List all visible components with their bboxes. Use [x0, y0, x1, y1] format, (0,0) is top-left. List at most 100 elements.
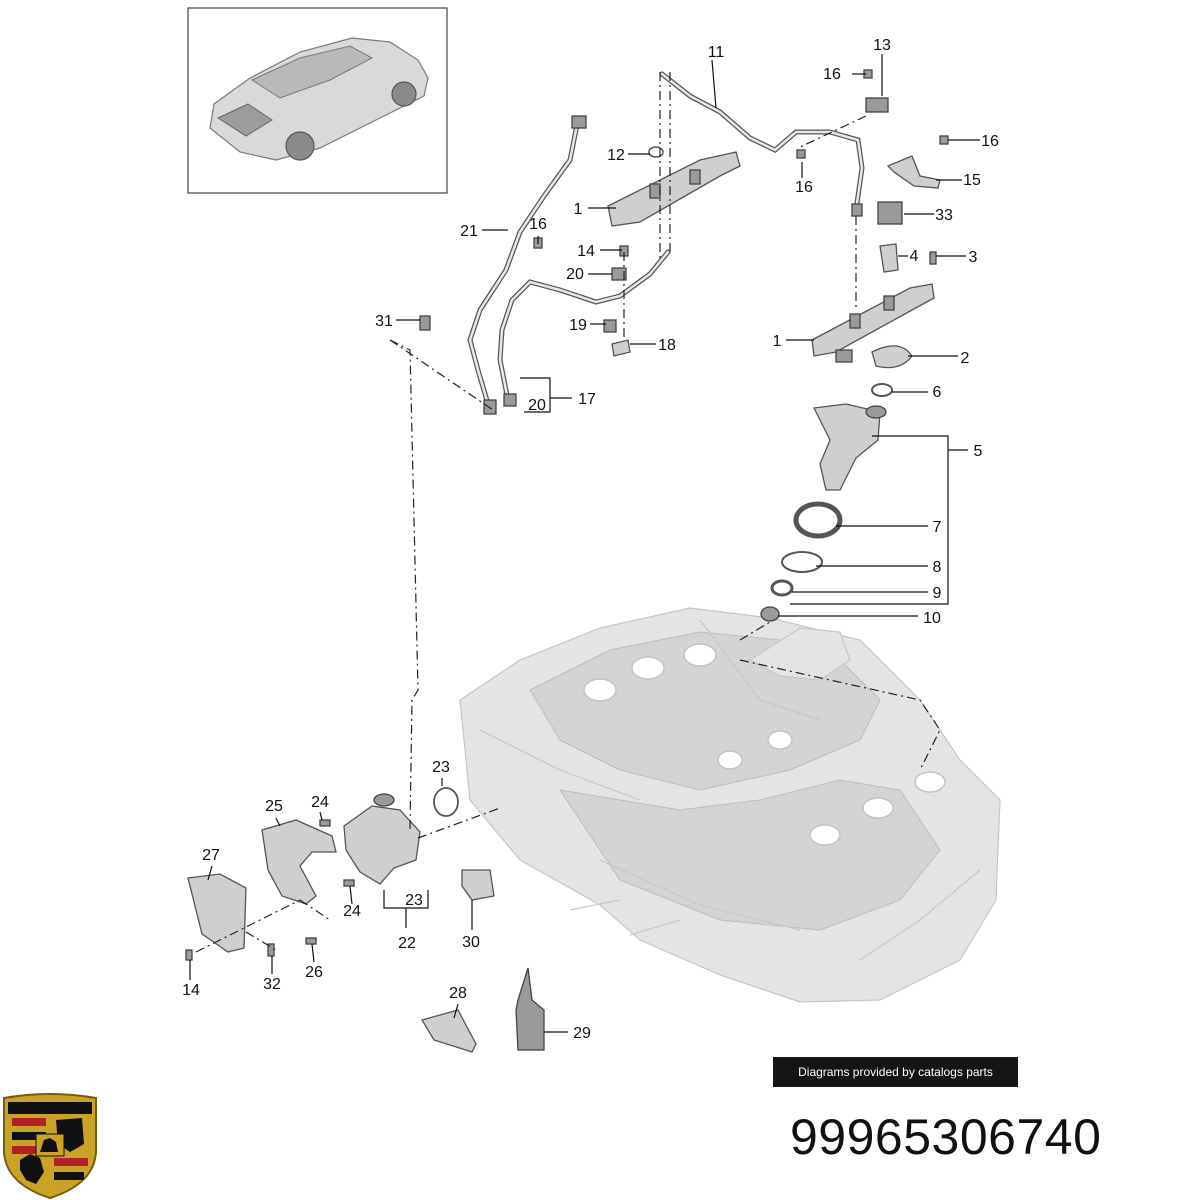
bracket-13	[865, 97, 889, 113]
bolt-16-c	[796, 149, 806, 159]
callout-c28: 28	[449, 985, 467, 1002]
bolt-24-a	[319, 819, 331, 827]
callout-c20a: 20	[566, 266, 584, 283]
engine-bracket	[748, 627, 851, 681]
fuel-rail-lower-mount	[835, 349, 853, 363]
callout-c26: 26	[305, 964, 323, 981]
bracket-15	[886, 155, 941, 189]
oring-6	[871, 383, 893, 397]
fuel-line-11-end	[851, 203, 863, 217]
callout-c33: 33	[935, 207, 953, 224]
callout-c16d: 16	[529, 216, 547, 233]
plug-10	[760, 606, 780, 622]
seal-12	[648, 146, 664, 158]
callout-c31: 31	[375, 313, 393, 330]
fasteners	[419, 69, 949, 397]
seal-ring-7	[793, 501, 843, 539]
fuel-rail-upper	[607, 151, 741, 227]
fuel-rail-upper-port-b	[689, 169, 701, 185]
oring-9	[770, 579, 794, 597]
credit-banner: Diagrams provided by catalogs parts	[773, 1057, 1018, 1087]
callout-c23b: 23	[405, 892, 423, 909]
fuel-rail-lower	[811, 283, 935, 363]
bushing-30	[461, 869, 495, 901]
clip-2	[871, 345, 913, 369]
sealant-tube-28	[421, 1009, 477, 1053]
callout-c22: 22	[398, 935, 416, 952]
cover-27	[187, 873, 247, 953]
fuel-rail-lower-body	[811, 283, 935, 357]
bolt-14-b	[185, 949, 193, 961]
pump-group	[185, 787, 545, 1053]
car-wheel-front	[391, 81, 417, 107]
car-thumbnail	[187, 7, 448, 194]
injector-5-body	[813, 403, 881, 491]
callout-c14b: 14	[182, 982, 200, 999]
callout-c24b: 24	[343, 903, 361, 920]
car-roof	[250, 45, 374, 99]
fuel-line-11	[659, 71, 865, 217]
callout-c19: 19	[569, 317, 587, 334]
callout-c29: 29	[573, 1025, 591, 1042]
credit-text: Diagrams provided by catalogs parts	[798, 1065, 993, 1079]
callout-c13: 13	[873, 37, 891, 54]
crest-stripe-red-c	[54, 1158, 88, 1166]
car-wheel-rear	[285, 131, 315, 161]
callout-c10: 10	[923, 610, 941, 627]
callout-c16a: 16	[823, 66, 841, 83]
callout-c5: 5	[974, 443, 983, 460]
callout-c8: 8	[933, 559, 942, 576]
callout-c3: 3	[969, 249, 978, 266]
callout-c15: 15	[963, 172, 981, 189]
fuel-line-21-top-fitting	[571, 115, 587, 129]
callout-c7: 7	[933, 519, 942, 536]
bolt-16-b	[939, 135, 949, 145]
bottle-29	[515, 967, 545, 1051]
callout-c25: 25	[265, 798, 283, 815]
clip-31	[419, 315, 431, 331]
crest-stripe-red-a	[12, 1118, 46, 1126]
crest-banner	[8, 1102, 92, 1114]
callout-c1a: 1	[574, 201, 583, 218]
porsche-crest-logo	[3, 1093, 97, 1200]
callout-c30: 30	[462, 934, 480, 951]
crest-horse-icon	[20, 1154, 44, 1184]
bolt-3	[929, 251, 937, 265]
engine-ribs	[479, 619, 981, 961]
injector-assembly-5	[760, 403, 887, 622]
bolt-19	[603, 319, 617, 333]
pump-22-top	[373, 793, 395, 807]
callout-c1b: 1	[773, 333, 782, 350]
callout-c17: 17	[578, 391, 596, 408]
part-number: 99965306740	[790, 1109, 1102, 1165]
callout-c12: 12	[607, 147, 625, 164]
callout-c9: 9	[933, 585, 942, 602]
clip-32	[267, 943, 275, 957]
crest-stripe-red-b	[12, 1146, 46, 1154]
fuel-rail-lower-port-b	[883, 295, 895, 311]
engine-ports	[583, 643, 946, 846]
heat-shield-25	[261, 819, 337, 905]
callout-c20b: 20	[528, 397, 546, 414]
callout-c2: 2	[961, 350, 970, 367]
fuel-lines-low-pressure	[467, 115, 671, 415]
callout-c16b: 16	[981, 133, 999, 150]
fuel-rail-upper-port-a	[649, 183, 661, 199]
callout-c21: 21	[460, 223, 478, 240]
injector-5-top	[865, 405, 887, 419]
oring-23	[433, 787, 459, 817]
callout-c32: 32	[263, 976, 281, 993]
crest-center-horse-icon	[40, 1138, 58, 1152]
engine-cylinder-head	[558, 779, 941, 931]
callout-c16c: 16	[795, 179, 813, 196]
callout-c18: 18	[658, 337, 676, 354]
callout-c24a: 24	[311, 794, 329, 811]
callout-c23a: 23	[432, 759, 450, 776]
bolt-24-b	[343, 879, 355, 887]
clip-18	[611, 339, 631, 357]
callout-c6: 6	[933, 384, 942, 401]
assembly-dashed-lines	[195, 72, 941, 953]
